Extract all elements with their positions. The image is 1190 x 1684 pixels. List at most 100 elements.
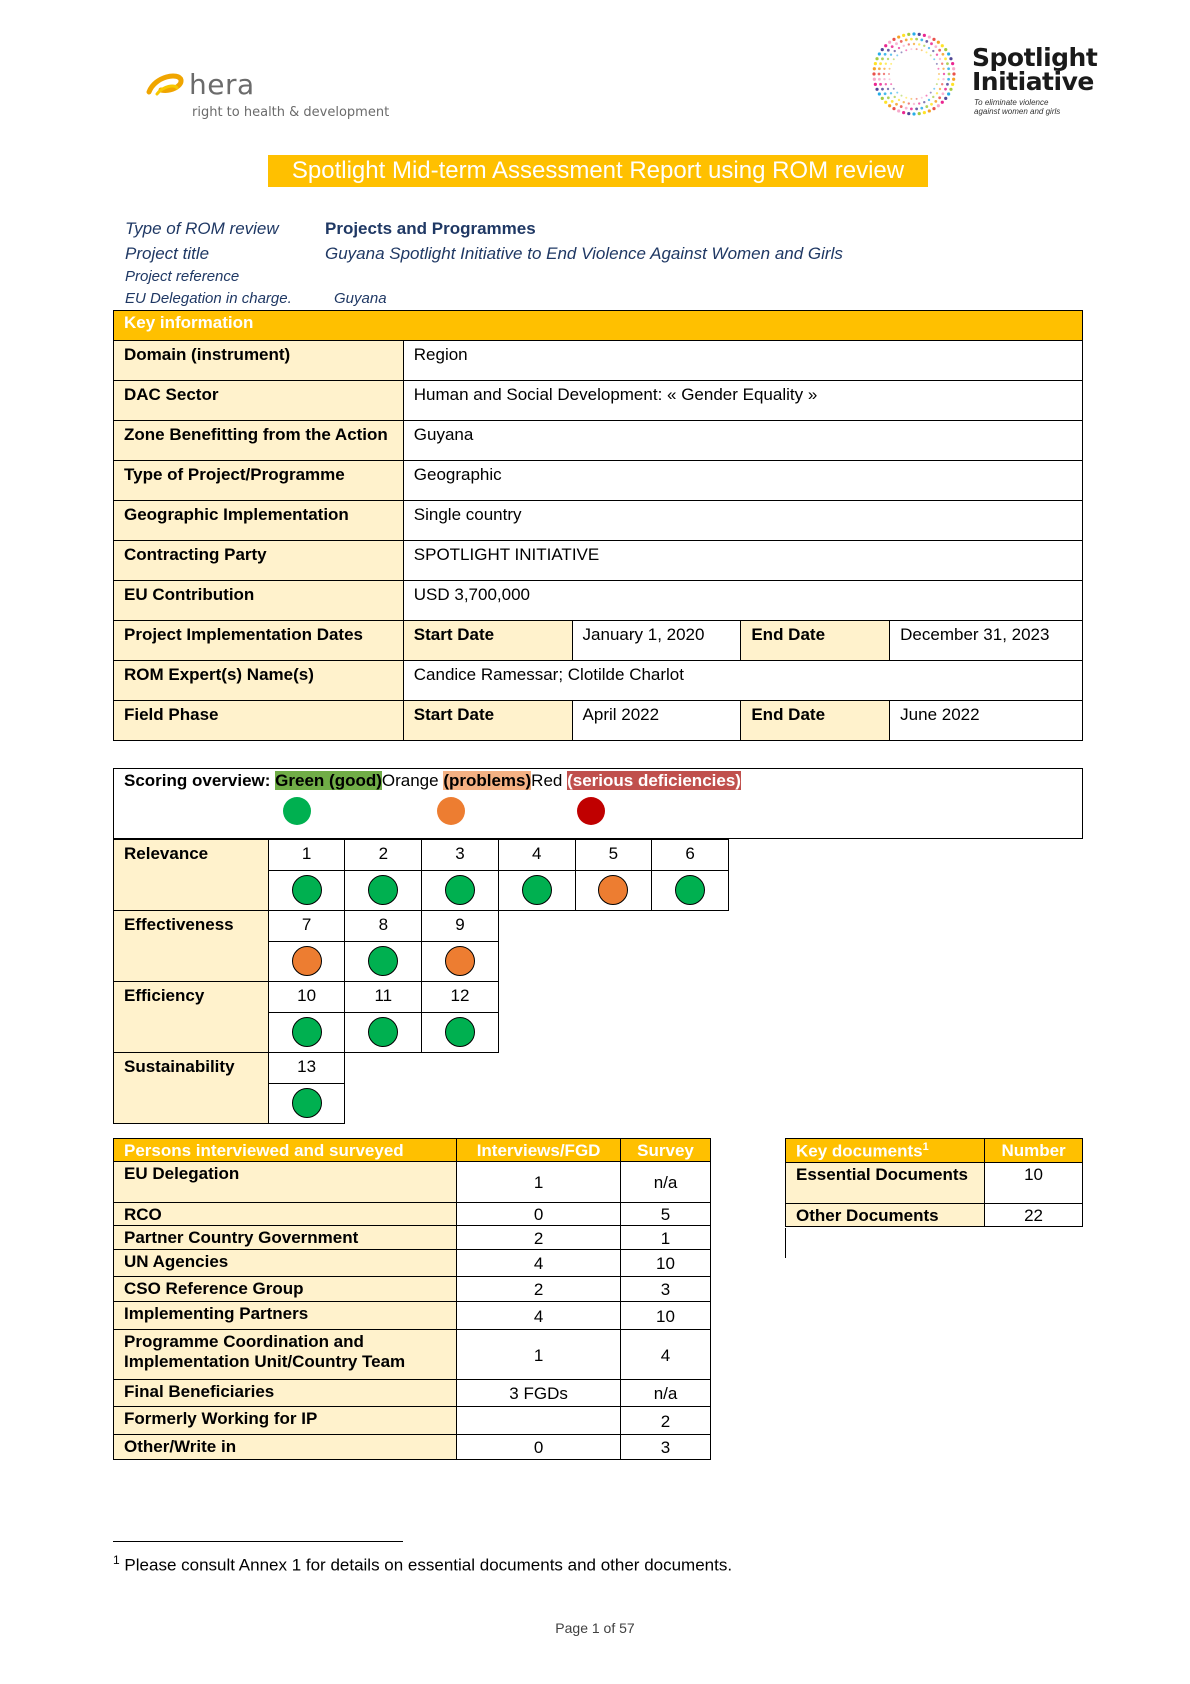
field-phase-label: Field Phase (113, 700, 404, 741)
footnote-separator (113, 1541, 403, 1542)
spotlight-ring-dot (907, 102, 910, 105)
documents-footnote-ref: 1 (922, 1141, 929, 1153)
spotlight-ring-dot (912, 102, 916, 106)
spotlight-ring-dot (872, 67, 876, 71)
implementation-end-label: End Date (740, 620, 891, 661)
spotlight-ring-dot (940, 62, 944, 65)
score-green-dot (368, 875, 399, 905)
spotlight-ring-dot (942, 72, 946, 76)
spotlight-ring-dot (888, 78, 891, 81)
scoring-overview: Scoring overview: Green (good)Orange (pr… (113, 768, 1083, 839)
spotlight-ring-dot (890, 83, 893, 86)
legend-red: (serious deficiencies) (567, 771, 741, 790)
spotlight-ring-dot (877, 77, 881, 81)
spotlight-ring-dot (935, 62, 938, 65)
legend-green: Green (good) (275, 771, 382, 790)
empty-cell (652, 1084, 729, 1124)
spotlight-ring-dot (907, 112, 911, 116)
spotlight-ring-dot (930, 42, 933, 46)
criterion-name: Efficiency (113, 981, 269, 1053)
spotlight-ring-dot (935, 83, 938, 86)
persons-row: Formerly Working for IP 2 (112, 1406, 711, 1435)
spotlight-ring-dot (938, 96, 942, 100)
hera-logo: hera right to health & development (145, 68, 389, 128)
persons-header-row: Persons interviewed and surveyed Intervi… (112, 1138, 711, 1162)
eu-delegation-value: Guyana (334, 290, 387, 307)
spotlight-ring-dot (938, 87, 942, 91)
key-info-value: USD 3,700,000 (402, 580, 1084, 621)
spotlight-ring-dot (952, 72, 956, 76)
persons-row-name: Formerly Working for IP (112, 1406, 458, 1435)
spotlight-ring-dot (875, 87, 879, 91)
spotlight-ring-dot (933, 58, 936, 61)
project-title-label: Project title (125, 244, 210, 263)
legend-red-dot (577, 797, 605, 825)
spotlight-ring-dot (892, 87, 895, 90)
key-info-value: Single country (402, 500, 1084, 541)
spotlight-ring-dot (920, 49, 923, 52)
spotlight-ring-dot (889, 92, 893, 95)
footnote: 1 Please consult Annex 1 for details on … (113, 1553, 732, 1576)
empty-cell (575, 942, 652, 982)
spotlight-ring-dot (922, 33, 926, 37)
persons-row-interviews: 0 (456, 1434, 622, 1460)
spotlight-ring-dot (952, 67, 956, 71)
spotlight-ring-dot (899, 40, 903, 43)
field-phase-end-value: June 2022 (889, 700, 1083, 741)
empty-cell (575, 911, 652, 942)
spotlight-ring-dot (938, 48, 942, 52)
score-orange-dot (291, 946, 322, 976)
interviews-header: Interviews/FGD (456, 1138, 622, 1162)
persons-row-name: Partner Country Government (112, 1225, 458, 1250)
persons-interviewed-table: Persons interviewed and surveyed Intervi… (112, 1138, 711, 1460)
key-info-value: Region (402, 340, 1084, 381)
spotlight-ring-dot (875, 57, 879, 61)
criterion-number: 6 (651, 839, 729, 871)
page-number: Page 1 of 57 (555, 1620, 635, 1636)
legend-green-dot (283, 797, 311, 825)
spotlight-ring-dot (942, 67, 945, 70)
documents-table-tail (785, 1228, 786, 1258)
survey-header: Survey (620, 1138, 711, 1162)
field-phase-start-value: April 2022 (571, 700, 742, 741)
criterion-score-cell (267, 941, 346, 982)
spotlight-ring-dot (944, 96, 948, 100)
persons-row-name: Programme Coordination and Implementatio… (112, 1329, 458, 1380)
documents-row-name: Essential Documents (784, 1161, 986, 1204)
eu-delegation-label: EU Delegation in charge. (125, 290, 292, 307)
spotlight-ring-dot (883, 67, 886, 70)
spotlight-ring-dot (941, 52, 945, 56)
empty-cell (345, 1084, 422, 1124)
empty-cell (652, 982, 729, 1013)
spotlight-ring-dot (877, 52, 881, 56)
scoring-overview-label: Scoring overview: (124, 771, 271, 790)
persons-row-interviews: 0 (456, 1202, 622, 1226)
spotlight-ring-dot (920, 38, 924, 42)
spotlight-ring-dot (912, 42, 916, 46)
spotlight-ring-dot (888, 73, 890, 75)
spotlight-name-line2: Initiative (972, 67, 1094, 96)
score-orange-dot (598, 875, 629, 905)
spotlight-ring-dot (877, 92, 881, 96)
experts-row: ROM Expert(s) Name(s) Candice Ramessar; … (113, 660, 1084, 701)
spotlight-ring-dot (909, 107, 913, 111)
persons-row-survey: 2 (620, 1406, 711, 1435)
spotlight-ring-dot (886, 57, 890, 61)
key-information-table: Key information Domain (instrument) Regi… (113, 310, 1084, 741)
spotlight-ring-dot (915, 107, 919, 111)
spotlight-ring-dot (947, 52, 951, 56)
score-green-dot (445, 875, 475, 905)
empty-cell (345, 1053, 422, 1084)
project-reference-label: Project reference (125, 268, 240, 285)
spotlight-ring-dot (904, 106, 908, 110)
empty-cell (652, 942, 729, 982)
spotlight-ring-dot (940, 44, 944, 48)
key-info-label: Zone Benefitting from the Action (113, 420, 404, 461)
spotlight-ring-dot (900, 94, 903, 97)
persons-row-name: Implementing Partners (112, 1301, 458, 1330)
spotlight-ring-dot (934, 45, 938, 49)
